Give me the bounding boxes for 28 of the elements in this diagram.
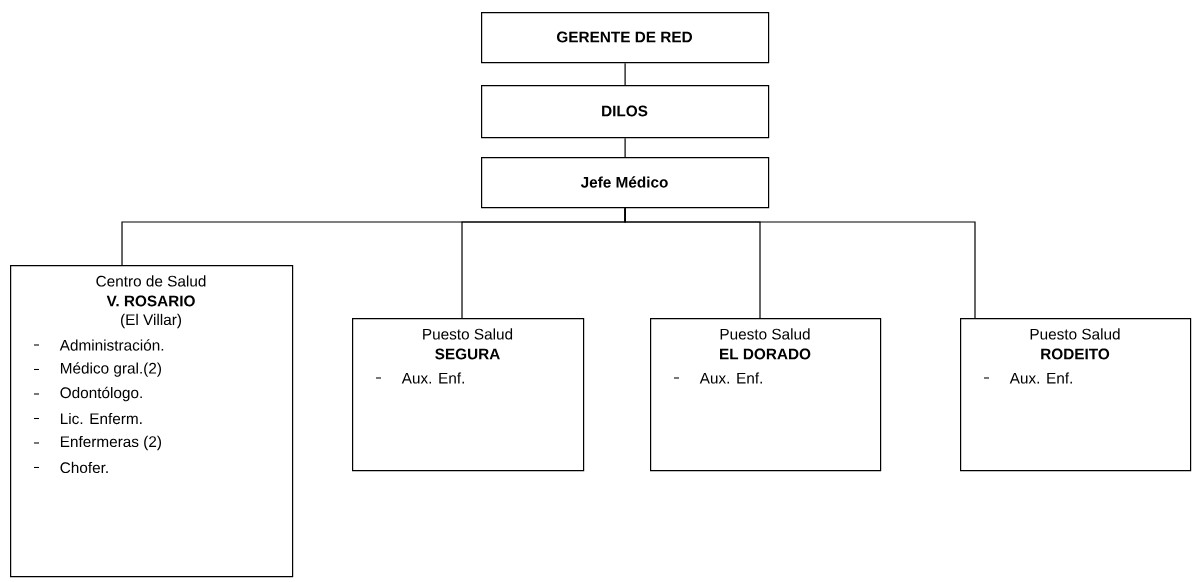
- box-heading: Centro de Salud: [96, 275, 206, 287]
- connector-line: [624, 62, 626, 86]
- box-heading: RODEITO: [1041, 348, 1110, 360]
- box-heading: Puesto Salud: [423, 328, 513, 340]
- org-box: [10, 265, 294, 578]
- list-item: Aux. Enf.: [401, 372, 464, 384]
- box-heading: EL DORADO: [720, 348, 811, 360]
- list-item: Administración.: [59, 339, 164, 351]
- list-item: Aux. Enf.: [699, 372, 762, 384]
- list-item: Aux. Enf.: [1009, 372, 1072, 384]
- org-box: [960, 318, 1192, 472]
- org-box: [352, 318, 585, 472]
- org-box: GERENTE DE RED: [481, 12, 770, 64]
- org-box: DILOS: [481, 85, 770, 139]
- box-heading: V. ROSARIO: [106, 295, 195, 307]
- org-box: Jefe Médico: [481, 157, 770, 209]
- connector-line: [624, 207, 976, 319]
- connector-line: [624, 137, 626, 158]
- box-heading: (El Villar): [121, 313, 181, 329]
- list-item: Enfermeras (2): [61, 435, 161, 451]
- box-heading: SEGURA: [435, 348, 500, 360]
- box-heading: Puesto Salud: [720, 328, 810, 340]
- list-item: Chofer.: [60, 461, 108, 474]
- list-item: Lic. Enferm.: [61, 412, 142, 425]
- org-box: [650, 318, 882, 472]
- list-item: Odontólogo.: [60, 386, 142, 402]
- box-heading: Puesto Salud: [1030, 328, 1120, 340]
- list-item: Médico gral.(2): [61, 362, 161, 377]
